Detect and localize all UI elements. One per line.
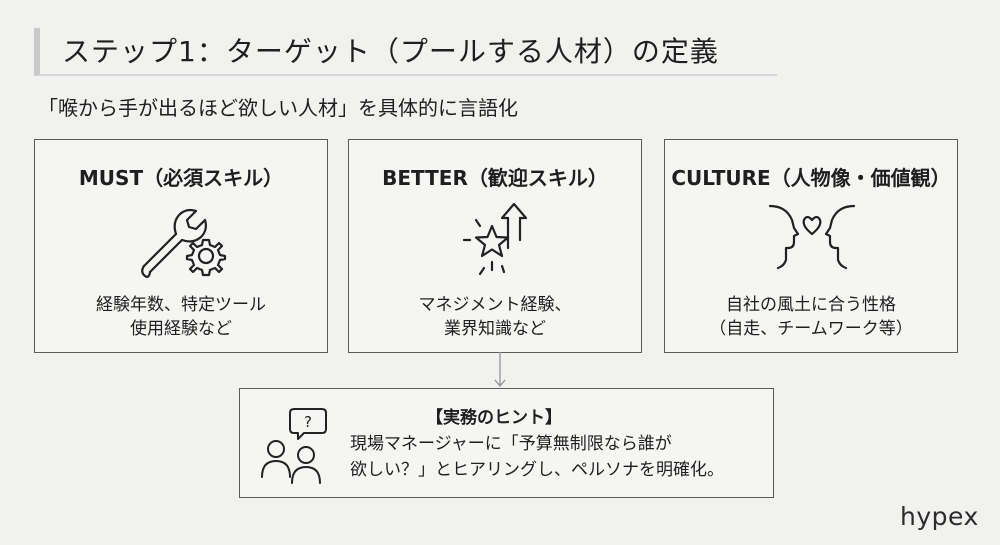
- page-title: ステップ1：ターゲット（プールする人材）の定義: [62, 35, 719, 68]
- better-card: BETTER（歓迎スキル） マネジメント経験、 業界知識など: [348, 139, 642, 353]
- card-title: BETTER（歓迎スキル）: [382, 166, 608, 190]
- wrench-gear-icon: [141, 208, 227, 278]
- card-title: CULTURE（人物像・価値観）: [671, 166, 951, 190]
- faces-heart-icon: [768, 204, 856, 270]
- hint-body: 現場マネージャーに「予算無制限なら誰が 欲しい？」とヒアリングし、ペルソナを明確…: [350, 434, 724, 480]
- subtitle: 「喉から手が出るほど欲しい人材」を具体的に言語化: [38, 96, 518, 120]
- card-description: 自社の風土に合う性格 （自走、チームワーク等）: [709, 295, 913, 339]
- people-question-icon: ?: [261, 408, 327, 484]
- card-title: MUST（必須スキル）: [78, 166, 284, 190]
- card-description: マネジメント経験、 業界知識など: [418, 295, 572, 339]
- hint-box: ? 【実務のヒント】 現場マネージャーに「予算無制限なら誰が 欲しい？」とヒアリ…: [239, 388, 774, 498]
- must-card: MUST（必須スキル） 経験年数、特定ツール 使用経験など: [34, 139, 328, 353]
- hint-title: 【実務のヒント】: [426, 408, 562, 428]
- title-bar: ステップ1：ターゲット（プールする人材）の定義: [34, 28, 777, 76]
- svg-text:?: ?: [304, 413, 312, 431]
- star-arrow-icon: [462, 202, 528, 276]
- connector-arrow: [494, 352, 506, 388]
- culture-card: CULTURE（人物像・価値観） 自社の風土に合う性格 （自走、チームワーク等）: [664, 139, 958, 353]
- brand-logo: hypex: [900, 502, 979, 531]
- card-description: 経験年数、特定ツール 使用経験など: [96, 295, 266, 339]
